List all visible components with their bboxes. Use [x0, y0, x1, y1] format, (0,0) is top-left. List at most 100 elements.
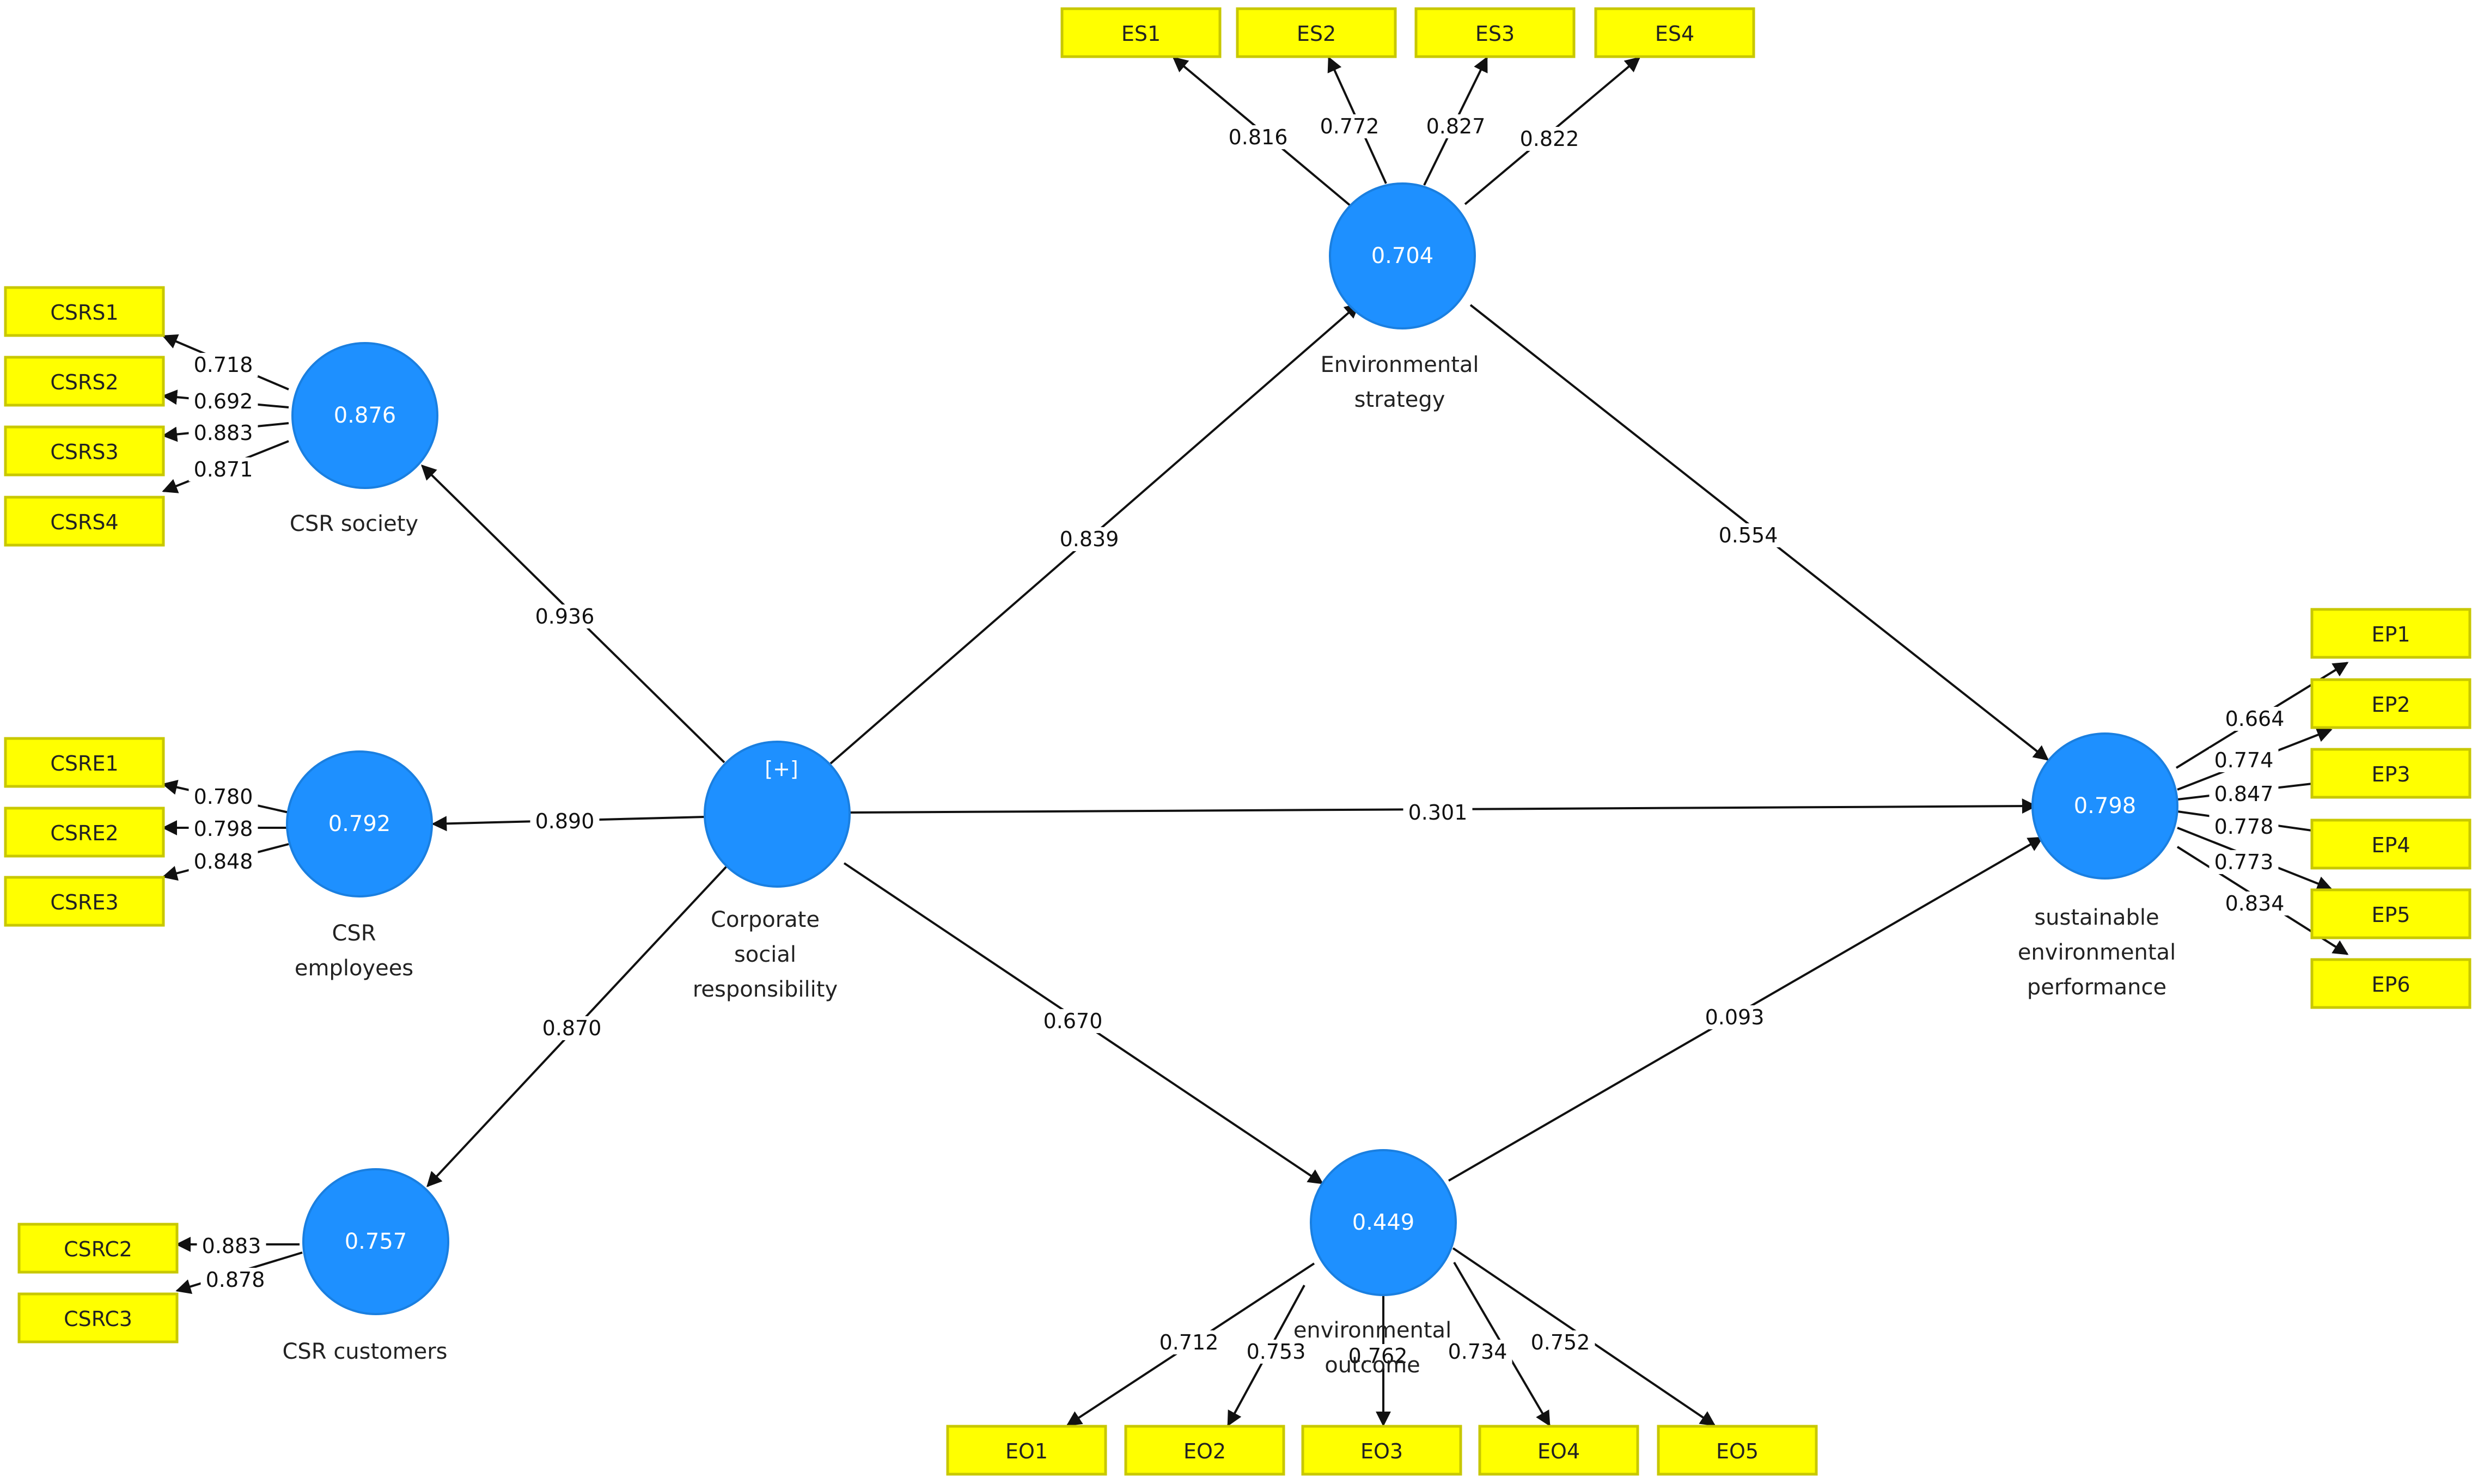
construct-circle[interactable]: [291, 342, 438, 489]
indicator-label: CSRE3: [50, 890, 118, 914]
indicator-csrc3[interactable]: CSRC3: [17, 1292, 179, 1343]
indicator-eo3[interactable]: EO3: [1301, 1425, 1462, 1476]
indicator-box[interactable]: [2310, 748, 2471, 799]
loading-value-es4: 0.822: [1520, 127, 1579, 151]
indicator-label: EO3: [1360, 1439, 1403, 1463]
indicator-box[interactable]: [4, 425, 165, 477]
indicator-box[interactable]: [2310, 678, 2471, 729]
indicator-box[interactable]: [2310, 888, 2471, 939]
construct-circle[interactable]: [302, 1168, 449, 1315]
loading-value-es3-bg: [1421, 114, 1491, 138]
indicator-label: EP5: [2371, 903, 2410, 927]
construct-name-line: performance: [2027, 975, 2166, 1000]
indicator-box[interactable]: [4, 807, 165, 858]
loading-value-csrc3: 0.878: [206, 1268, 265, 1292]
indicator-eo4[interactable]: EO4: [1478, 1425, 1639, 1476]
indicator-csrs1[interactable]: CSRS1: [4, 286, 165, 337]
loading-value-eo3: 0.762: [1348, 1344, 1408, 1368]
indicator-ep6[interactable]: EP6: [2310, 958, 2471, 1009]
indicator-box[interactable]: [1414, 7, 1576, 58]
indicator-box[interactable]: [1478, 1425, 1639, 1476]
indicator-label: CSRE1: [50, 752, 118, 775]
path-coefficient-csr-to-env_outcome-bg: [1038, 1009, 1108, 1033]
indicator-eo1[interactable]: EO1: [946, 1425, 1107, 1476]
indicator-ep2[interactable]: EP2: [2310, 678, 2471, 729]
indicator-csrc2[interactable]: CSRC2: [17, 1223, 179, 1274]
indicator-box[interactable]: [2310, 958, 2471, 1009]
construct-name-line: outcome: [1325, 1353, 1420, 1378]
indicator-eo2[interactable]: EO2: [1124, 1425, 1285, 1476]
path-coefficient-env_outcome-to-sep-bg: [1700, 1005, 1769, 1029]
indicator-box[interactable]: [1060, 7, 1222, 58]
construct-name-line: strategy: [1354, 387, 1445, 412]
loading-value-es1: 0.816: [1229, 125, 1288, 149]
loading-value-eo4-bg: [1443, 1340, 1512, 1364]
expand-marker[interactable]: [+]: [765, 757, 798, 781]
indicator-csrs2[interactable]: CSRS2: [4, 356, 165, 407]
loading-value-es2-bg: [1315, 114, 1384, 138]
indicator-box[interactable]: [946, 1425, 1107, 1476]
loading-value-ep6-bg: [2220, 891, 2290, 915]
indicator-ep4[interactable]: EP4: [2310, 819, 2471, 870]
construct-name-line: social: [734, 942, 796, 967]
loading-value-csrs4: 0.871: [194, 457, 253, 481]
construct-circle[interactable]: [704, 741, 851, 888]
indicator-box[interactable]: [2310, 608, 2471, 659]
indicator-ep1[interactable]: EP1: [2310, 608, 2471, 659]
loading-value-ep1-bg: [2220, 707, 2290, 731]
indicator-box[interactable]: [1594, 7, 1755, 58]
indicator-box[interactable]: [1657, 1425, 1818, 1476]
indicator-csre3[interactable]: CSRE3: [4, 876, 165, 927]
indicator-box[interactable]: [4, 737, 165, 788]
indicator-box[interactable]: [17, 1292, 179, 1343]
indicator-label: CSRE2: [50, 821, 118, 845]
loading-value-eo2: 0.753: [1247, 1340, 1306, 1364]
loading-value-ep5: 0.773: [2214, 850, 2274, 874]
construct-circle[interactable]: [286, 750, 433, 897]
indicator-csrs4[interactable]: CSRS4: [4, 496, 165, 547]
indicator-eo5[interactable]: EO5: [1657, 1425, 1818, 1476]
path-coefficient-csr-to-csr_customers-bg: [537, 1016, 607, 1040]
indicator-box[interactable]: [1301, 1425, 1462, 1476]
indicator-ep5[interactable]: EP5: [2310, 888, 2471, 939]
indicator-es4[interactable]: ES4: [1594, 7, 1755, 58]
loading-value-csre2-bg: [188, 817, 258, 841]
indicator-es3[interactable]: ES3: [1414, 7, 1576, 58]
indicator-ep3[interactable]: EP3: [2310, 748, 2471, 799]
indicator-es1[interactable]: ES1: [1060, 7, 1222, 58]
indicator-label: EO4: [1537, 1439, 1580, 1463]
loading-value-csrs1: 0.718: [194, 353, 253, 377]
indicator-box[interactable]: [1236, 7, 1397, 58]
indicator-label: EP2: [2371, 693, 2410, 717]
loading-value-eo1: 0.712: [1159, 1330, 1219, 1354]
indicator-box[interactable]: [2310, 819, 2471, 870]
indicator-box[interactable]: [17, 1223, 179, 1274]
indicator-box[interactable]: [4, 876, 165, 927]
indicator-box[interactable]: [1124, 1425, 1285, 1476]
path-coefficient-csr-to-sep: 0.301: [1408, 801, 1468, 825]
indicator-label: EO2: [1183, 1439, 1226, 1463]
loading-value-csre2: 0.798: [194, 817, 253, 841]
indicator-es2[interactable]: ES2: [1236, 7, 1397, 58]
indicator-box[interactable]: [4, 286, 165, 337]
construct-circle[interactable]: [2031, 732, 2178, 880]
indicator-csre1[interactable]: CSRE1: [4, 737, 165, 788]
indicator-label: CSRC2: [64, 1237, 132, 1261]
indicator-csrs3[interactable]: CSRS3: [4, 425, 165, 477]
construct-circle[interactable]: [1329, 182, 1476, 329]
loading-value-es3: 0.827: [1426, 114, 1486, 138]
construct-circle[interactable]: [1310, 1149, 1457, 1296]
loading-value-csrs2-bg: [188, 389, 258, 413]
indicator-csre2[interactable]: CSRE2: [4, 807, 165, 858]
indicator-box[interactable]: [4, 356, 165, 407]
construct-name-line: CSR society: [290, 511, 418, 536]
indicator-box[interactable]: [4, 496, 165, 547]
indicator-label: ES1: [1121, 22, 1161, 46]
